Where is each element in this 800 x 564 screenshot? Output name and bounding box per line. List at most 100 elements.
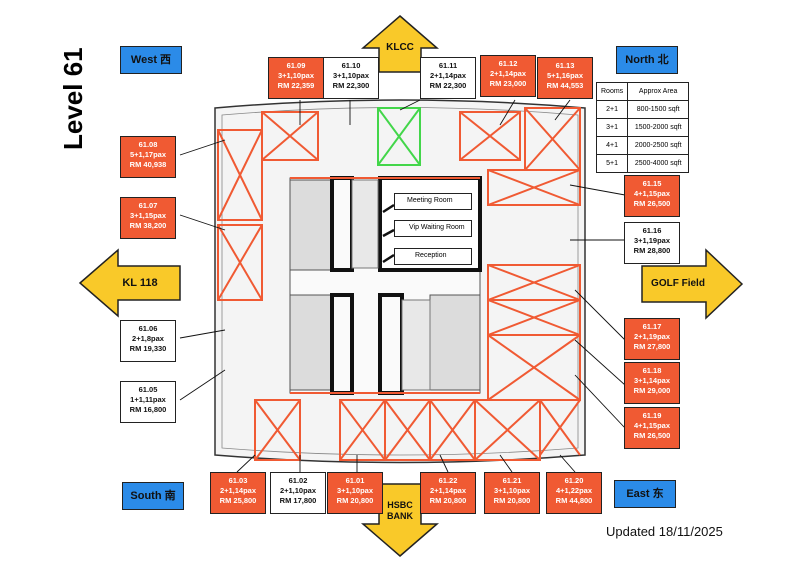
- golf-field-label: GOLF Field: [651, 278, 705, 289]
- unit-price: RM 17,800: [279, 496, 317, 505]
- unit-price: RM 40,938: [129, 160, 167, 169]
- occupied-crosses: [217, 107, 581, 461]
- unit-id: 61.03: [228, 476, 248, 485]
- unit-config: 1+1,11pax: [130, 395, 166, 404]
- legend-area: 2500-4000 sqft: [627, 154, 690, 173]
- direction-east: East 东: [614, 480, 676, 508]
- legend-area: 1500-2000 sqft: [627, 118, 690, 137]
- unit-config: 3+1,10pax: [336, 486, 374, 495]
- unit-config: 3+1,15pax: [129, 211, 167, 220]
- legend-header-area: Approx Area: [627, 82, 690, 101]
- unit-price: RM 25,800: [219, 496, 257, 505]
- unit-id: 61.16: [642, 226, 662, 235]
- unit-price: RM 38,200: [129, 221, 167, 230]
- unit-config: 2+1,14pax: [429, 71, 467, 80]
- updated-date: Updated 18/11/2025: [606, 524, 723, 539]
- highlight-cross: [377, 107, 421, 166]
- unit-id: 61.05: [138, 385, 158, 394]
- unit-price: RM 44,553: [546, 81, 584, 90]
- landmark-arrows: [78, 15, 744, 557]
- unit-config: 2+1,14pax: [489, 69, 527, 78]
- unit-config: 2+1,14pax: [219, 486, 257, 495]
- level-title: Level 61: [58, 47, 88, 150]
- hsbc-label: HSBC BANK: [387, 500, 413, 521]
- unit-id: 61.20: [564, 476, 584, 485]
- unit-id: 61.21: [502, 476, 522, 485]
- unit-config: 3+1,19pax: [633, 236, 671, 245]
- unit-id: 61.13: [555, 61, 575, 70]
- unit-config: 3+1,10pax: [277, 71, 315, 80]
- unit-id: 61.22: [438, 476, 458, 485]
- core-room-vip-waiting: Vip Waiting Room: [394, 220, 472, 237]
- unit-id: 61.01: [345, 476, 365, 485]
- unit-config: 3+1,10pax: [493, 486, 531, 495]
- legend-rooms: 5+1: [595, 154, 629, 173]
- unit-config: 2+1,19pax: [633, 332, 671, 341]
- unit-price: RM 20,800: [493, 496, 531, 505]
- unit-config: 4+1,15pax: [633, 421, 671, 430]
- unit-id: 61.17: [642, 322, 662, 331]
- unit-id: 61.09: [286, 61, 306, 70]
- direction-south: South 南: [122, 482, 184, 510]
- unit-id: 61.11: [438, 61, 458, 70]
- golf-field-arrow: [641, 248, 744, 320]
- legend-area: 2000-2500 sqft: [627, 136, 690, 155]
- kl118-label: KL 118: [122, 277, 158, 289]
- unit-id: 61.07: [138, 201, 158, 210]
- legend-rooms: 4+1: [595, 136, 629, 155]
- legend-rooms: 3+1: [595, 118, 629, 137]
- unit-price: RM 44,800: [555, 496, 593, 505]
- unit-price: RM 29,000: [633, 386, 671, 395]
- legend-rooms: 2+1: [595, 100, 629, 119]
- direction-west: West 西: [120, 46, 182, 74]
- legend-area: 800-1500 sqft: [627, 100, 690, 119]
- unit-config: 3+1,14pax: [633, 376, 671, 385]
- unit-price: RM 19,330: [129, 344, 167, 353]
- unit-id: 61.08: [138, 140, 158, 149]
- unit-id: 61.12: [498, 59, 518, 68]
- unit-config: 2+1,10pax: [279, 486, 317, 495]
- unit-price: RM 28,800: [633, 246, 671, 255]
- unit-price: RM 16,800: [129, 405, 167, 414]
- unit-id: 61.19: [642, 411, 662, 420]
- core-room-reception: Reception: [394, 248, 472, 265]
- unit-price: RM 22,300: [429, 81, 467, 90]
- unit-id: 61.06: [138, 324, 158, 333]
- unit-config: 5+1,17pax: [129, 150, 167, 159]
- unit-price: RM 20,800: [429, 496, 467, 505]
- unit-price: RM 23,000: [489, 79, 527, 88]
- unit-config: 2+1,8pax: [132, 334, 164, 343]
- core-room-meeting: Meeting Room: [394, 193, 472, 210]
- unit-price: RM 22,359: [277, 81, 315, 90]
- unit-id: 61.18: [642, 366, 662, 375]
- unit-config: 3+1,10pax: [332, 71, 370, 80]
- kl118-arrow: [78, 248, 181, 318]
- unit-price: RM 26,500: [633, 431, 671, 440]
- unit-id: 61.15: [642, 179, 662, 188]
- unit-config: 5+1,16pax: [546, 71, 584, 80]
- klcc-label: KLCC: [386, 42, 414, 53]
- pointer-lines: [179, 99, 626, 473]
- unit-config: 4+1,15pax: [633, 189, 671, 198]
- unit-price: RM 22,300: [332, 81, 370, 90]
- unit-price: RM 20,800: [336, 496, 374, 505]
